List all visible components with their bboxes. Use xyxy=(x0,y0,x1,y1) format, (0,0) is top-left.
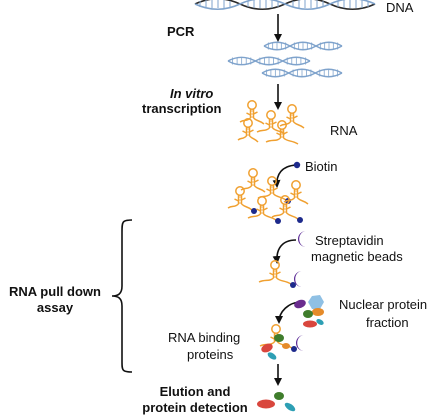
biotin-icon xyxy=(293,161,301,169)
label-elution: Elution and xyxy=(159,384,231,399)
nuclear-protein-cluster xyxy=(294,295,324,328)
biotinylated-rna xyxy=(227,168,309,224)
label-magnetic-beads: magnetic beads xyxy=(311,249,403,264)
label-dna: DNA xyxy=(386,0,414,15)
eluted-proteins xyxy=(257,392,296,412)
label-protein-detection: protein detection xyxy=(142,400,248,415)
label-fraction: fraction xyxy=(366,315,409,330)
streptavidin-bead-icon xyxy=(298,231,306,247)
rna-bead-complex xyxy=(258,260,302,288)
label-nuclear-protein: Nuclear protein xyxy=(339,297,428,312)
label-rna: RNA xyxy=(330,123,358,138)
rna-protein-complex xyxy=(259,324,304,360)
label-rna-pull-down: RNA pull down xyxy=(9,284,101,299)
label-in-vitro: In vitro xyxy=(170,86,214,101)
label-streptavidin: Streptavidin xyxy=(315,233,384,248)
arrow-streptavidin xyxy=(272,239,297,264)
label-assay: assay xyxy=(36,300,74,315)
pcr-products xyxy=(227,41,343,78)
pulldown-bracket xyxy=(111,219,133,373)
rna-transcripts xyxy=(237,100,305,145)
flow-arrows xyxy=(272,14,303,386)
label-pcr: PCR xyxy=(167,24,195,39)
dna-helix xyxy=(194,0,376,11)
label-biotin: Biotin xyxy=(305,159,338,174)
label-proteins: proteins xyxy=(187,347,234,362)
label-rna-binding: RNA binding xyxy=(168,330,241,345)
arrow-biotin xyxy=(272,164,297,188)
label-transcription: transcription xyxy=(142,101,222,116)
